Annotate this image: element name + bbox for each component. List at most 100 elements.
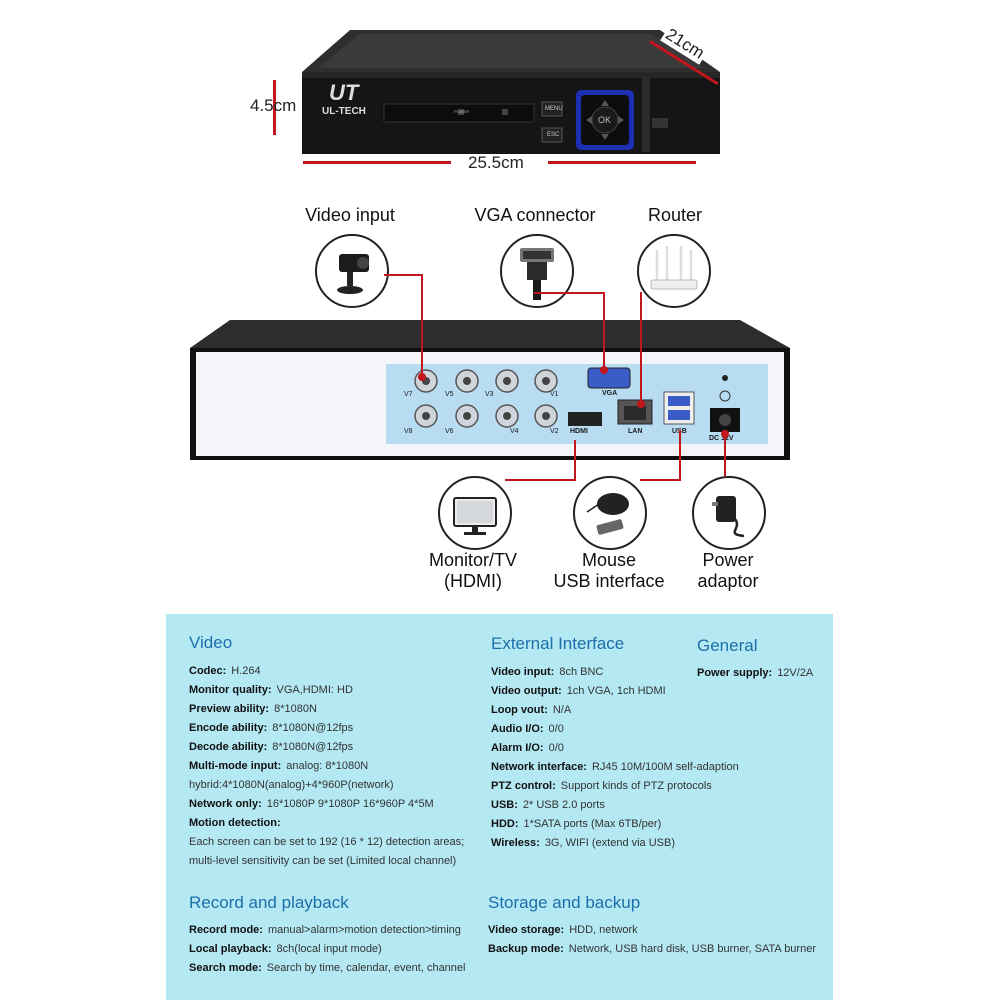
spec-row-video-input: Video input:8ch BNC — [491, 665, 603, 679]
mouse-label-line1: Mouse — [581, 550, 637, 570]
spec-value: H.264 — [231, 665, 261, 677]
spec-row-motion-detection: Motion detection: — [189, 816, 281, 830]
spec-label: Record mode: — [189, 924, 263, 936]
spec-label: Search mode: — [189, 962, 262, 974]
spec-value: 8*1080N — [274, 703, 317, 715]
general-section-title: General — [697, 636, 758, 655]
spec-label: Video input: — [491, 666, 555, 678]
dc-port-label: DC 12V — [709, 435, 734, 442]
spec-value: 12V/2A — [777, 667, 814, 679]
storage-backup-section-title: Storage and backup — [488, 893, 641, 912]
spec-label: Preview ability: — [189, 703, 270, 715]
power-dot — [721, 430, 729, 438]
spec-label: HDD: — [491, 818, 519, 830]
bnc-label-v6: V6 — [445, 428, 454, 435]
spec-row-search-mode: Search mode: Search by time, calendar, ev… — [189, 961, 465, 975]
mouse-icon — [586, 493, 629, 535]
mouse-callout — [573, 476, 647, 550]
spec-value: analog: 8*1080N — [286, 760, 369, 772]
vga-dot — [600, 366, 608, 374]
vga-port-label: VGA — [602, 390, 618, 397]
camera-callout — [315, 234, 389, 308]
router-icon — [650, 246, 698, 290]
spec-label: Codec: — [189, 665, 227, 677]
spec-row-wireless: Wireless:3G, WIFI (extend via USB) — [491, 836, 675, 850]
bnc-label-v1: V1 — [550, 391, 559, 398]
spec-label: Network interface: — [491, 761, 587, 773]
spec-row-ptz-control: PTZ control:Support kinds of PTZ protoco… — [491, 779, 712, 793]
spec-label: Backup mode: — [488, 943, 564, 955]
bnc-label-v2: V2 — [550, 428, 559, 435]
dvr-rear-body — [190, 320, 790, 460]
width-dimension-line-right — [548, 161, 696, 164]
spec-row-video-output: Video output:1ch VGA, 1ch HDMI — [491, 684, 666, 698]
spec-label: Video output: — [491, 685, 562, 697]
monitor-callout — [438, 476, 512, 550]
spec-label: Multi-mode input: — [189, 760, 282, 772]
spec-label: Loop vout: — [491, 704, 548, 716]
spec-row-preview-ability: Preview ability: 8*1080N — [189, 702, 317, 716]
spec-value: Network, USB hard disk, USB burner, SATA… — [568, 943, 816, 955]
power-connector-line — [724, 436, 726, 476]
spec-value: Search by time, calendar, event, channel — [266, 962, 466, 974]
video-input-connector-v — [421, 274, 423, 376]
router-connector-line — [640, 292, 642, 404]
spec-value: HDD, network — [569, 924, 638, 936]
video-input-dot — [418, 373, 426, 381]
spec-value: VGA,HDMI: HD — [276, 684, 353, 696]
spec-label: Motion detection: — [189, 817, 281, 829]
bnc-label-v4: V4 — [510, 428, 519, 435]
lan-port-label: LAN — [628, 428, 643, 435]
dvr-front-illustration — [302, 30, 720, 154]
spec-motion-line1: Each screen can be set to 192 (16 * 12) … — [189, 836, 465, 848]
dvr-rear-panel: V7 V5 V3 V1 V8 V6 V4 V2 VGA HDMI LAN USB… — [170, 318, 830, 468]
width-dimension: 25.5cm — [468, 153, 524, 172]
height-dimension: 4.5cm — [250, 96, 297, 115]
power-callout — [692, 476, 766, 550]
spec-label: Encode ability: — [189, 722, 268, 734]
callout-power-label: Power adaptor — [680, 550, 776, 592]
height-dimension-line — [273, 80, 276, 135]
monitor-label-line1: Monitor/TV — [428, 550, 518, 570]
monitor-label-line2: (HDMI) — [444, 571, 502, 591]
bnc-label-v5: V5 — [445, 391, 454, 398]
spec-panel — [166, 614, 833, 1000]
router-callout — [637, 234, 711, 308]
menu-button-label: MENU — [545, 106, 563, 112]
spec-row-video-storage: Video storage: HDD, network — [488, 923, 638, 937]
video-section-title: Video — [189, 633, 233, 652]
spec-label: Video storage: — [488, 924, 565, 936]
callout-vga-connector-label: VGA connector — [474, 205, 596, 225]
brand-name: UL-TECH — [322, 106, 366, 117]
power-adaptor-icon — [712, 496, 745, 538]
spec-row-hdd: HDD:1*SATA ports (Max 6TB/per) — [491, 817, 661, 831]
video-input-connector — [384, 274, 422, 276]
dvr-front-view: UT UL-TECH POWER MENU ESC OK — [280, 20, 740, 170]
camera-icon — [337, 254, 369, 294]
spec-row-audio-io: Audio I/O:0/0 — [491, 722, 564, 736]
spec-row-backup-mode: Backup mode: Network, USB hard disk, USB … — [488, 942, 816, 956]
spec-label: USB: — [491, 799, 518, 811]
brand-logo: UT — [329, 80, 359, 105]
router-dot — [637, 400, 645, 408]
hdmi-connector-line — [574, 440, 576, 480]
callout-monitor-label: Monitor/TV (HDMI) — [410, 550, 536, 592]
spec-hybrid-line: hybrid:4*1080N(analog)+4*960P(network) — [189, 779, 394, 791]
spec-row-usb: USB:2* USB 2.0 ports — [491, 798, 605, 812]
vga-connector-line-v — [603, 292, 605, 370]
ok-button-label: OK — [598, 115, 612, 125]
usb-connector-line — [679, 430, 681, 480]
spec-row-codec: Codec: H.264 — [189, 664, 261, 678]
spec-label: Monitor quality: — [189, 684, 272, 696]
width-dimension-line-left — [303, 161, 451, 164]
spec-label: Power supply: — [697, 667, 773, 679]
spec-value: 0/0 — [548, 723, 564, 735]
spec-label: Decode ability: — [189, 741, 268, 753]
vga-callout — [500, 234, 574, 308]
spec-value: 8ch(local input mode) — [276, 943, 382, 955]
spec-value: Support kinds of PTZ protocols — [560, 780, 712, 792]
callout-mouse-label: Mouse USB interface — [545, 550, 673, 592]
bnc-label-v3: V3 — [485, 391, 494, 398]
vga-connector-line — [534, 292, 604, 294]
spec-row-local-playback: Local playback:8ch(local input mode) — [189, 942, 382, 956]
